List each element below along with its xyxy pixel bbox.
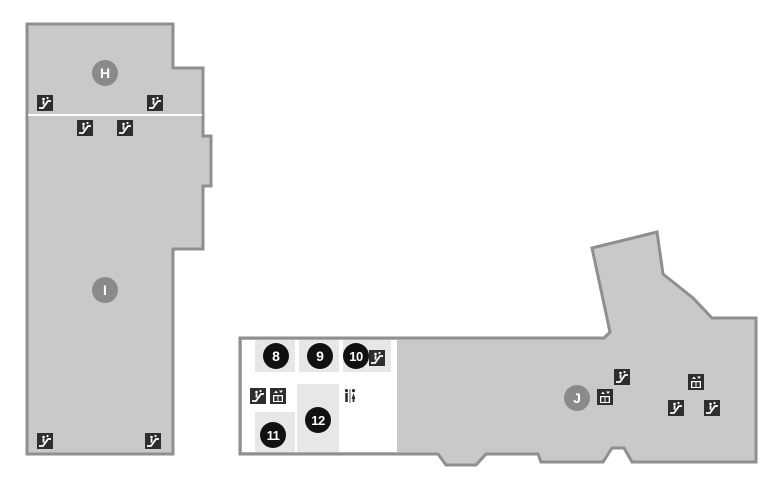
zone-label-j: J — [573, 390, 581, 406]
room-marker-10[interactable]: 10 — [343, 343, 369, 369]
escalator-icon[interactable] — [37, 95, 53, 111]
elevator-icon[interactable] — [597, 389, 613, 405]
room-marker-8[interactable]: 8 — [263, 343, 289, 369]
room-marker-12[interactable]: 12 — [305, 407, 331, 433]
escalator-icon[interactable] — [614, 369, 630, 385]
room-label-10: 10 — [349, 349, 363, 364]
zone-label-h: H — [100, 65, 110, 81]
zone-label-i: I — [103, 282, 107, 298]
elevator-icon[interactable] — [688, 374, 704, 390]
escalator-icon[interactable] — [77, 120, 93, 136]
room-marker-9[interactable]: 9 — [307, 343, 333, 369]
escalator-icon[interactable] — [704, 400, 720, 416]
escalator-icon[interactable] — [147, 95, 163, 111]
escalator-icon[interactable] — [668, 400, 684, 416]
escalator-icon[interactable] — [117, 120, 133, 136]
zone-marker-i[interactable]: I — [92, 277, 118, 303]
building-west — [25, 22, 213, 456]
room-label-12: 12 — [311, 413, 325, 428]
floor-outline-west — [25, 22, 213, 456]
escalator-icon[interactable] — [250, 388, 266, 404]
room-label-8: 8 — [272, 348, 280, 364]
room-marker-11[interactable]: 11 — [260, 422, 286, 448]
restroom-icon[interactable] — [342, 388, 358, 404]
elevator-icon[interactable] — [270, 388, 286, 404]
room-label-9: 9 — [316, 348, 324, 364]
zone-marker-h[interactable]: H — [92, 60, 118, 86]
room-label-11: 11 — [267, 428, 280, 443]
escalator-icon[interactable] — [369, 350, 385, 366]
zone-marker-j[interactable]: J — [564, 385, 590, 411]
escalator-icon[interactable] — [145, 433, 161, 449]
escalator-icon[interactable] — [37, 433, 53, 449]
